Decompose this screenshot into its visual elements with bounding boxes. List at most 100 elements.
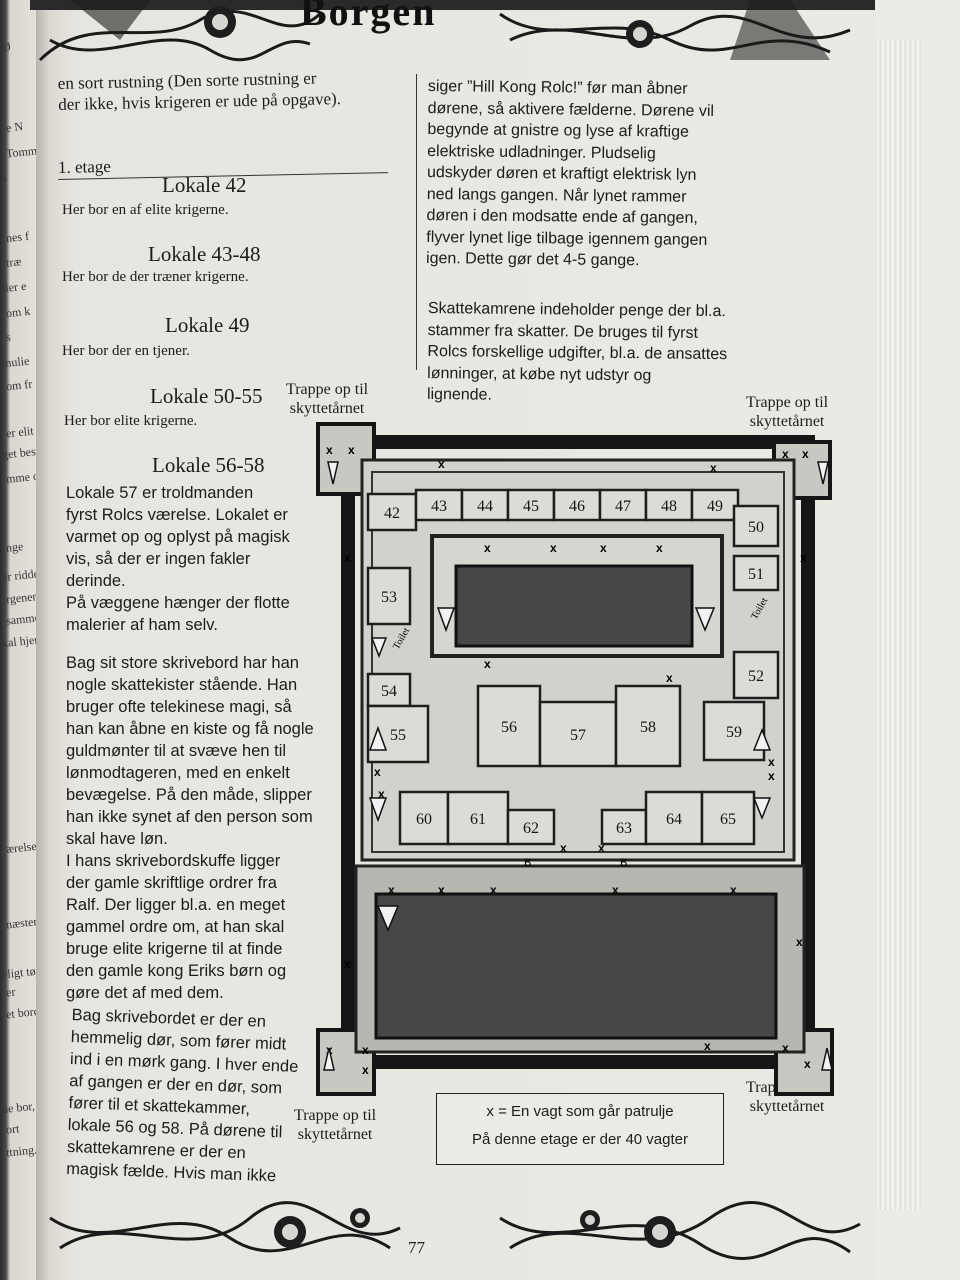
left-page-fragment: Tomm bbox=[5, 143, 38, 161]
guard-mark: x bbox=[490, 883, 497, 897]
guard-mark: x bbox=[656, 541, 663, 555]
text-line: Bag sit store skrivebord har han bbox=[66, 654, 299, 672]
guard-mark: x bbox=[362, 1043, 369, 1057]
text-line: lønninger, at købe nyt udstyr og bbox=[427, 364, 652, 384]
left-page-fragment: ller e bbox=[1, 278, 27, 296]
text-line: den gamle kong Eriks børn og bbox=[66, 962, 287, 980]
guard-mark: x bbox=[326, 443, 333, 457]
room-48 bbox=[644, 488, 694, 522]
room-number: 48 bbox=[661, 498, 677, 515]
room-49 bbox=[690, 488, 740, 522]
guard-mark: x bbox=[484, 657, 491, 671]
guard-mark: x bbox=[600, 541, 607, 555]
room-number: 57 bbox=[570, 727, 586, 744]
room-63 bbox=[600, 808, 648, 846]
room-46 bbox=[552, 488, 602, 522]
guard-mark: x bbox=[388, 883, 395, 897]
text-line: gammel ordre om, at han skal bbox=[66, 918, 285, 936]
room-52 bbox=[732, 650, 780, 700]
treasury-paragraph: Skattekamrene indeholder penge der bl.a.… bbox=[427, 298, 728, 409]
text-line: der gamle skriftlige ordrer fra bbox=[66, 874, 277, 892]
guard-mark: x bbox=[666, 671, 673, 685]
room-65 bbox=[700, 790, 756, 846]
room-number: 60 bbox=[416, 811, 432, 828]
page-number: 77 bbox=[408, 1238, 425, 1257]
intro-text: en sort rustning (Den sorte rustning er … bbox=[58, 67, 342, 115]
desk-paragraph: Bag sit store skrivebord har han nogle sk… bbox=[66, 652, 314, 1004]
left-page-fragment: mulie bbox=[1, 353, 30, 371]
text-line: lønmodtageren, med en enkelt bbox=[66, 764, 290, 782]
guard-mark: x bbox=[782, 447, 789, 461]
guard-mark: x bbox=[438, 883, 445, 897]
room-number: 46 bbox=[569, 498, 585, 515]
guard-mark: x bbox=[782, 1041, 789, 1055]
guard-mark: x bbox=[550, 541, 557, 555]
room-50 bbox=[732, 504, 780, 548]
text-line: stammer fra skatter. De bruges til fyrst bbox=[427, 321, 699, 342]
left-page-fragment: er bbox=[5, 984, 16, 1000]
left-page-fragment: s bbox=[5, 329, 12, 345]
room-53 bbox=[366, 566, 412, 626]
stair-label-top-right: Trappe op til skyttetårnet bbox=[746, 393, 828, 431]
room-61 bbox=[446, 790, 510, 846]
stair-arrows bbox=[323, 461, 833, 1071]
text-line: skal have løn. bbox=[66, 830, 168, 848]
room-number: 55 bbox=[390, 727, 406, 744]
stair-label-line: Trappe op til bbox=[294, 1107, 377, 1124]
left-page-fragment: nge bbox=[5, 539, 24, 555]
room-number: 59 bbox=[726, 724, 742, 741]
text-line: varmet op og oplyst på magisk bbox=[66, 528, 290, 546]
dark-hall bbox=[454, 564, 694, 648]
room-number: 62 bbox=[523, 820, 539, 837]
text-line: ned langs gangen. Når lynet rammer bbox=[426, 185, 687, 206]
text-line: nogle skattekister stående. Han bbox=[66, 676, 298, 694]
text-line: bruger ofte telekinese magi, så bbox=[66, 698, 292, 716]
stair-label-line: skyttetårnet bbox=[289, 400, 365, 417]
text-line: gøre det af med dem. bbox=[66, 984, 224, 1002]
guard-mark: x bbox=[374, 765, 381, 779]
guard-mark: x bbox=[796, 935, 803, 949]
room-heading: Lokale 42 bbox=[162, 173, 247, 197]
map-legend: x = En vagt som går patrulje På denne et… bbox=[436, 1093, 724, 1165]
text-line: bruge elite krigerne til at finde bbox=[66, 940, 283, 958]
guard-mark: x bbox=[344, 551, 351, 565]
text-line: Rolcs forskellige udgifter, bl.a. de ans… bbox=[427, 342, 728, 364]
text-line: begynde at gnistre og lyse af kraftige bbox=[427, 120, 690, 141]
room-number: 58 bbox=[640, 719, 656, 736]
room-number: 64 bbox=[666, 811, 682, 828]
room-number: 43 bbox=[431, 498, 447, 515]
text-line: Ralf. Der ligger bl.a. en meget bbox=[66, 896, 286, 914]
text-line: På væggene hænger der flotte bbox=[66, 594, 290, 612]
room-heading: Lokale 56-58 bbox=[152, 453, 265, 477]
room-number: 47 bbox=[615, 498, 631, 515]
room-51 bbox=[732, 554, 780, 592]
stair-label-top-left: Trappe op til skyttetårnet bbox=[286, 380, 368, 418]
guard-mark: x bbox=[378, 787, 385, 801]
guard-mark: x bbox=[348, 443, 355, 457]
left-page-fragment: e N bbox=[5, 119, 24, 135]
page-title: Borgen bbox=[300, 0, 437, 34]
legend-line: x = En vagt som går patrulje bbox=[486, 1103, 674, 1120]
stair-label-line: Trappe op til bbox=[286, 381, 369, 398]
room-number: 52 bbox=[748, 668, 764, 685]
left-page-fragment: er elit bbox=[5, 423, 35, 441]
text-line: dørene, så aktivere fælderne. Dørene vil bbox=[427, 99, 715, 120]
guard-mark: x bbox=[362, 1063, 369, 1077]
left-page-fragment: træ bbox=[5, 254, 22, 270]
stair-label-bottom-left: Trappe op til skyttetårnet bbox=[294, 1106, 376, 1144]
guard-mark: x bbox=[612, 883, 619, 897]
room-number: 44 bbox=[477, 498, 493, 515]
room-number: 51 bbox=[748, 566, 764, 583]
room-heading: Lokale 43-48 bbox=[148, 242, 261, 266]
left-page-fragment: Ø bbox=[1, 39, 12, 55]
text-line: igen. Dette gør det 4-5 gange. bbox=[425, 249, 640, 270]
room-58 bbox=[614, 684, 682, 768]
guard-mark: x bbox=[800, 551, 807, 565]
text-line: Lokale 57 er troldmanden bbox=[66, 484, 254, 502]
lower-dark-hall bbox=[374, 892, 778, 1040]
legend-line: På denne etage er der 40 vagter bbox=[472, 1131, 688, 1148]
stair-label-line: skyttetårnet bbox=[749, 413, 825, 430]
